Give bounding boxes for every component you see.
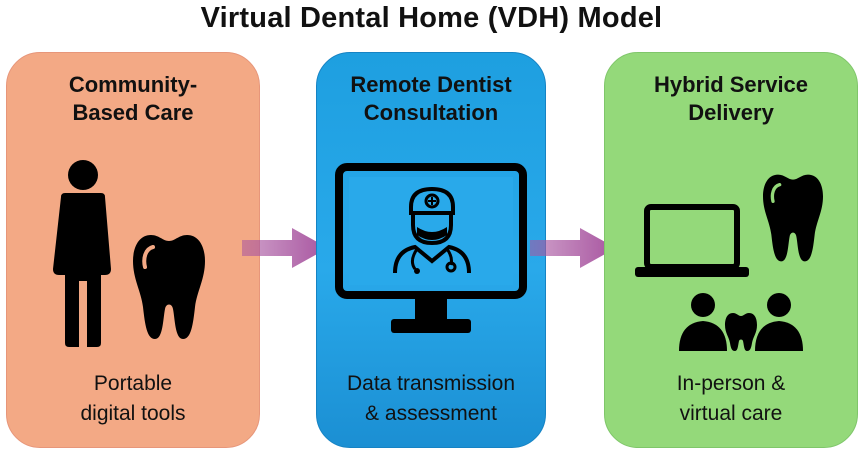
panel-remote-dentist-consultation: Remote Dentist Consultation Data transmi… xyxy=(316,52,546,448)
people-icon xyxy=(679,293,803,351)
arrow-right-icon xyxy=(242,228,328,268)
diagram-title: Virtual Dental Home (VDH) Model xyxy=(200,2,663,34)
laptop-icon xyxy=(635,204,749,277)
doctor-icon xyxy=(393,186,471,274)
panel-heading: Hybrid Service Delivery xyxy=(653,72,809,125)
panel-community-based-care: Community- Based Care Portable digital t… xyxy=(6,52,260,448)
arrow-right-icon xyxy=(530,228,616,268)
tooth-icon xyxy=(133,235,205,339)
panel-hybrid-service-delivery: Hybrid Service Delivery In-person & virt… xyxy=(604,52,858,448)
tooth-icon xyxy=(763,174,823,262)
person-icon xyxy=(53,160,111,347)
panel-caption: In-person & virtual care xyxy=(676,372,786,425)
panel-caption: Portable digital tools xyxy=(80,372,186,425)
panel-caption: Data transmission & assessment xyxy=(346,372,516,425)
panel-heading: Community- Based Care xyxy=(68,72,198,125)
panel-heading: Remote Dentist Consultation xyxy=(350,72,512,125)
